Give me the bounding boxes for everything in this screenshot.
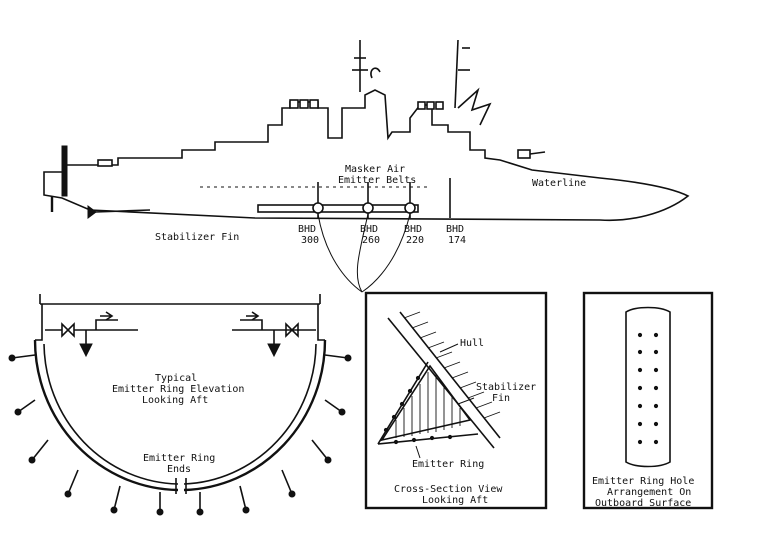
masker-label-1: Masker Air bbox=[345, 164, 405, 175]
hole-caption-1: Emitter Ring Hole bbox=[592, 476, 694, 487]
hull-label: Hull bbox=[460, 338, 484, 349]
waterline-label: Waterline bbox=[532, 178, 586, 189]
hole-caption-3: Outboard Surface bbox=[595, 498, 691, 509]
ring-elevation-title-3: Looking Aft bbox=[142, 395, 208, 406]
stabilizer-label-1: Stabilizer bbox=[476, 382, 536, 393]
bhd-174-label: BHD bbox=[446, 224, 464, 235]
emitter-ring-label: Emitter Ring bbox=[412, 459, 484, 470]
stabilizer-fin-label: Stabilizer Fin bbox=[155, 232, 239, 243]
hole-caption-2: Arrangement On bbox=[607, 487, 691, 498]
cross-section-caption-2: Looking Aft bbox=[422, 495, 488, 506]
bhd-220-number: 220 bbox=[406, 235, 424, 246]
masker-label-2: Emitter Belts bbox=[338, 175, 416, 186]
hole-arrangement-panel bbox=[582, 291, 714, 510]
stabilizer-label-2: Fin bbox=[492, 393, 510, 404]
bhd-174-number: 174 bbox=[448, 235, 466, 246]
cross-section-caption-1: Cross-Section View bbox=[394, 484, 503, 495]
ring-ends-label-2: Ends bbox=[167, 464, 191, 475]
ring-ends-label-1: Emitter Ring bbox=[143, 453, 215, 464]
ring-elevation-title-2: Emitter Ring Elevation bbox=[112, 384, 244, 395]
cross-section-panel bbox=[364, 291, 548, 510]
bhd-260-number: 260 bbox=[362, 235, 380, 246]
bhd-220-label: BHD bbox=[404, 224, 422, 235]
bhd-300-label: BHD bbox=[298, 224, 316, 235]
bhd-260-label: BHD bbox=[360, 224, 378, 235]
bhd-300-number: 300 bbox=[301, 235, 319, 246]
ring-elevation bbox=[8, 294, 352, 516]
ring-elevation-title-1: Typical bbox=[155, 373, 197, 384]
ship-profile bbox=[43, 39, 690, 293]
